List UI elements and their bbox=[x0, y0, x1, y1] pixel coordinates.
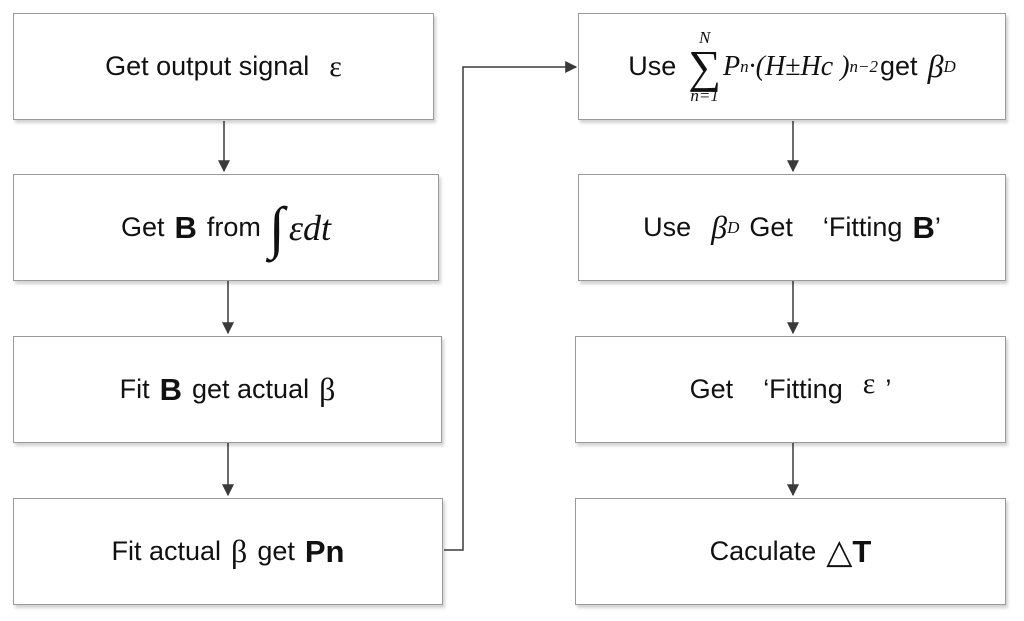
step-get-fitting-epsilon: Get ‘Fitting ε ’ bbox=[575, 336, 1006, 443]
term-main: P bbox=[723, 50, 741, 82]
step-fit-b-get-actual-beta: Fit B get actual β bbox=[13, 336, 442, 443]
quote-close: ’ bbox=[885, 374, 892, 404]
variable-b: B bbox=[174, 209, 197, 245]
step-label-post: get actual bbox=[192, 374, 310, 404]
delta-icon: △ bbox=[826, 531, 853, 572]
variable-t: T bbox=[852, 533, 872, 569]
beta-d-symbol: β bbox=[927, 48, 944, 84]
step-label-pre: Fit actual bbox=[111, 536, 222, 566]
step-fit-actual-beta-get-pn: Fit actual β get Pn bbox=[13, 498, 443, 605]
step-label-pre: Use bbox=[628, 51, 677, 81]
step-label-mid: from bbox=[206, 212, 261, 242]
variable-b: B bbox=[159, 371, 182, 407]
step-label-post: get bbox=[880, 51, 918, 81]
variable-pn: Pn bbox=[304, 533, 345, 569]
summation: N ∑ n=1 bbox=[688, 29, 721, 104]
sum-upper-limit: N bbox=[698, 27, 711, 47]
quote-close: ’ bbox=[934, 212, 941, 242]
quote-open: ‘Fitting bbox=[763, 374, 843, 404]
quote-open: ‘Fitting bbox=[822, 212, 903, 242]
sum-lower-limit: n=1 bbox=[690, 86, 719, 106]
step-label-post: get bbox=[257, 536, 295, 566]
beta-d-sub: D bbox=[943, 56, 956, 76]
step-get-b-from-integral: Get B from ∫ εdt bbox=[13, 174, 439, 281]
step-label-pre: Get bbox=[121, 212, 165, 242]
variable-b: B bbox=[912, 209, 935, 245]
sum-sign: ∑ bbox=[688, 40, 722, 92]
term-rest: ·(H±Hc ) bbox=[748, 50, 850, 82]
beta-symbol: β bbox=[231, 533, 248, 569]
beta-d-sub: D bbox=[727, 217, 740, 237]
step-label-pre: Fit bbox=[119, 374, 150, 404]
term-sub: n bbox=[740, 56, 749, 76]
integrand: εdt bbox=[288, 207, 331, 248]
step-label-pre: Get bbox=[689, 374, 734, 404]
step-label-pre: Caculate bbox=[709, 536, 817, 566]
step-label: Get output signal bbox=[105, 51, 310, 81]
term-sup: n−2 bbox=[849, 56, 879, 76]
step-calculate-delta-t: Caculate △ T bbox=[575, 498, 1006, 605]
epsilon-symbol: ε bbox=[862, 366, 876, 400]
beta-symbol: β bbox=[319, 371, 336, 407]
step-get-output-signal: Get output signal ε bbox=[13, 13, 434, 120]
step-label-pre: Use bbox=[643, 212, 692, 242]
beta-d-symbol: β bbox=[711, 209, 728, 245]
arrow-b4-b5 bbox=[444, 61, 578, 551]
step-label-mid: Get bbox=[749, 212, 793, 242]
epsilon-symbol: ε bbox=[329, 49, 342, 83]
integral-sign: ∫ bbox=[268, 194, 285, 260]
